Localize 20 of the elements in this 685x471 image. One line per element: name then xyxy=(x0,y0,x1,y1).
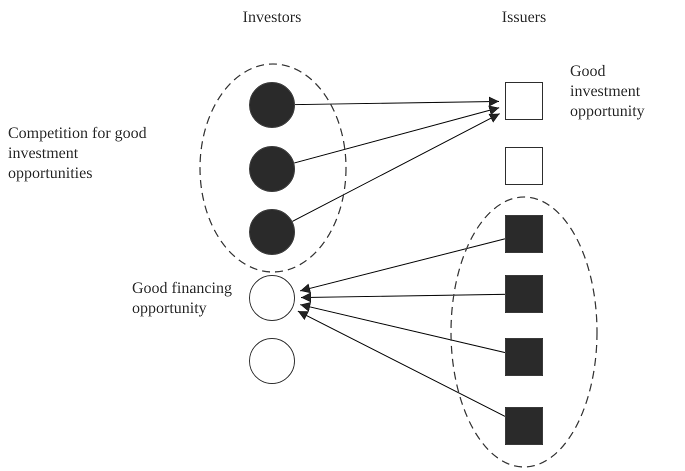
arrow xyxy=(300,292,505,302)
arrow xyxy=(294,105,500,164)
open-square xyxy=(505,147,543,185)
arrow xyxy=(294,96,499,107)
node-caption: Good financing opportunity xyxy=(132,279,233,319)
column-heading: Investors xyxy=(242,8,302,28)
column-heading: Issuers xyxy=(500,8,548,28)
filled-square xyxy=(505,407,543,445)
dashed-ellipse xyxy=(450,196,598,468)
arrow xyxy=(300,302,506,354)
arrow xyxy=(292,113,500,222)
filled-square xyxy=(505,275,543,313)
node-caption: Good investment opportunity xyxy=(570,62,646,122)
arrow xyxy=(300,238,506,294)
filled-square xyxy=(505,338,543,376)
open-square xyxy=(505,82,543,120)
arrow xyxy=(298,310,506,417)
dashed-ellipse xyxy=(199,63,347,273)
node-caption: Competition for good investment opportunities xyxy=(8,124,148,184)
filled-square xyxy=(505,215,543,253)
